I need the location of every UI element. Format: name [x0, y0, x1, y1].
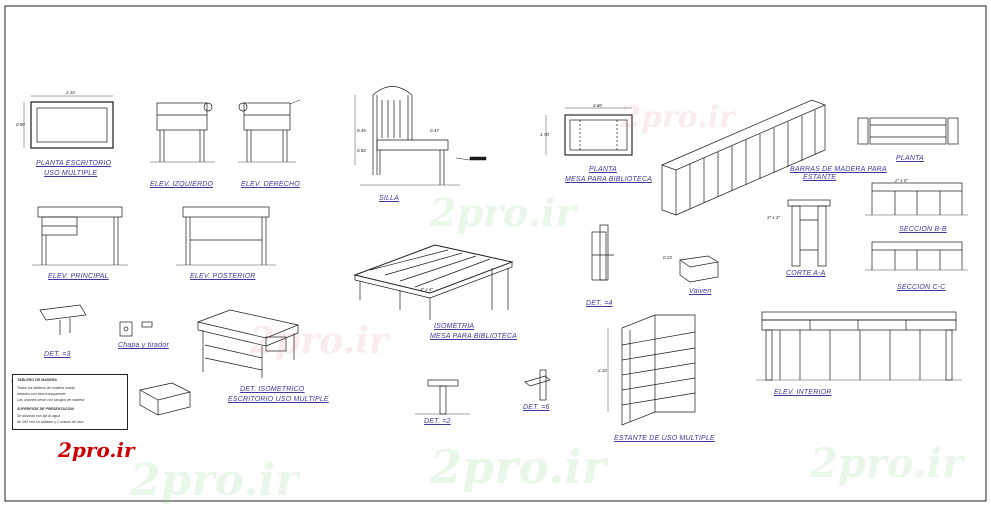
label-planta-escritorio: PLANTA ESCRITORIO — [36, 160, 112, 167]
label-elev-posterior: ELEV. POSTERIOR — [190, 273, 256, 280]
detail-4 — [591, 224, 614, 281]
label-planta-right: PLANTA — [896, 155, 924, 162]
label-corte-aa: CORTE A-A — [786, 270, 826, 277]
dim-chair-h2: 0.50 — [357, 148, 366, 153]
watermark-text: 2pro.ir — [810, 440, 964, 487]
lock-detail — [119, 321, 153, 337]
watermark-text: 2pro.ir — [250, 320, 388, 362]
notes-line: de 150 con un sellador y 2 manos de laca — [17, 420, 84, 424]
label-det4: DET. =4 — [586, 300, 613, 307]
notes-line: Las uniones seran con tarugos de madera — [17, 398, 85, 402]
notes-line: Se alisaran con lija al agua — [17, 414, 60, 418]
dim-plan-height: 0.90 — [16, 122, 25, 127]
label-estante: ESTANTE DE USO MULTIPLE — [614, 435, 715, 442]
dim-table-w: 3.60 — [593, 103, 602, 108]
table-plan — [545, 107, 633, 156]
notes-line: tratados con laca transparente — [17, 392, 66, 396]
label-elev-derecho: ELEV. DERECHO — [241, 181, 300, 188]
watermark-text: 2pro.ir — [430, 440, 607, 494]
label-uso-multiple: USO MULTIPLE — [44, 170, 98, 177]
desk-isometric-detail — [196, 309, 300, 378]
label-seccion-cc: SECCION C-C — [897, 284, 946, 291]
label-elev-interior: ELEV. INTERIOR — [774, 389, 832, 396]
label-isometria: ISOMETRIA — [434, 323, 475, 330]
label-vaiven: Vaiven — [689, 288, 712, 295]
section-cc — [865, 241, 968, 271]
dim-plan-width: 2.10 — [66, 90, 75, 95]
plan-desk — [23, 95, 114, 149]
dim-iso: 4" x 4" — [420, 287, 433, 292]
dim-sec: 2" x 5" — [895, 178, 908, 183]
chair-elevation — [354, 86, 460, 186]
hinge-detail — [679, 255, 719, 283]
dim-chair-w: 0.47 — [430, 128, 439, 133]
dim-estante-h: 2.10 — [598, 368, 607, 373]
label-chapa: Chapa y tirador — [118, 342, 169, 349]
cut-aa — [787, 199, 831, 267]
shelf-iso-bars — [661, 99, 826, 216]
label-det2: DET. =2 — [424, 418, 451, 425]
label-det3: DET. =3 — [44, 351, 71, 358]
label-elev-izquierdo: ELEV. IZQUIERDO — [150, 181, 214, 188]
label-elev-principal: ELEV. PRINCIPAL — [48, 273, 109, 280]
label-isometria-sub: MESA PARA BIBLIOTECA — [430, 333, 517, 340]
elev-back — [176, 206, 276, 266]
sheet-border — [4, 5, 987, 502]
label-barras-madera: BARRAS DE MADERA PARA — [790, 166, 887, 173]
notes-line: SUPERFICIE DE PRESENTACION — [17, 407, 74, 411]
notes-title: TABLERO DE MADERA — [17, 378, 57, 382]
elev-interior — [756, 311, 962, 381]
watermark-text: 2pro.ir — [620, 100, 735, 135]
label-silla: SILLA — [379, 195, 400, 202]
label-seccion-bb: SECCION B-B — [899, 226, 947, 233]
notes-line: Todos los tableros de madera solida — [17, 386, 75, 390]
elev-front — [32, 206, 128, 266]
drawer-iso — [139, 382, 192, 416]
dim-vaiven: 0.23 — [663, 255, 672, 260]
label-det-isometrico-sub: ESCRITORIO USO MULTIPLE — [228, 396, 329, 403]
detail-3 — [39, 304, 87, 335]
label-barras-madera-sub: ESTANTE — [803, 174, 837, 181]
label-mesa-biblioteca: MESA PARA BIBLIOTECA — [565, 176, 652, 183]
section-bb — [865, 182, 968, 216]
detail-6 — [524, 369, 551, 401]
elev-right-side — [238, 102, 296, 163]
watermark-text: 2pro.ir — [430, 190, 576, 235]
elev-left-side — [150, 102, 215, 163]
site-logo: 2pro.ir — [58, 438, 135, 462]
general-notes-box: TABLERO DE MADERA Todos los tableros de … — [12, 374, 128, 430]
bookcase — [607, 314, 696, 426]
detail-2 — [415, 379, 470, 415]
table-isometric — [353, 244, 514, 320]
plan-right-section — [857, 117, 959, 145]
dim-elev-h: 1.70 — [540, 132, 549, 137]
watermark-text: 2pro.ir — [130, 455, 299, 506]
dim-corte: 3" x 3" — [767, 215, 780, 220]
dim-chair-h1: 0.45 — [357, 128, 366, 133]
label-det-isometrico: DET. ISOMETRICO — [240, 386, 305, 393]
label-det6: DET. =6 — [523, 404, 550, 411]
label-planta-mesa: PLANTA — [589, 166, 617, 173]
